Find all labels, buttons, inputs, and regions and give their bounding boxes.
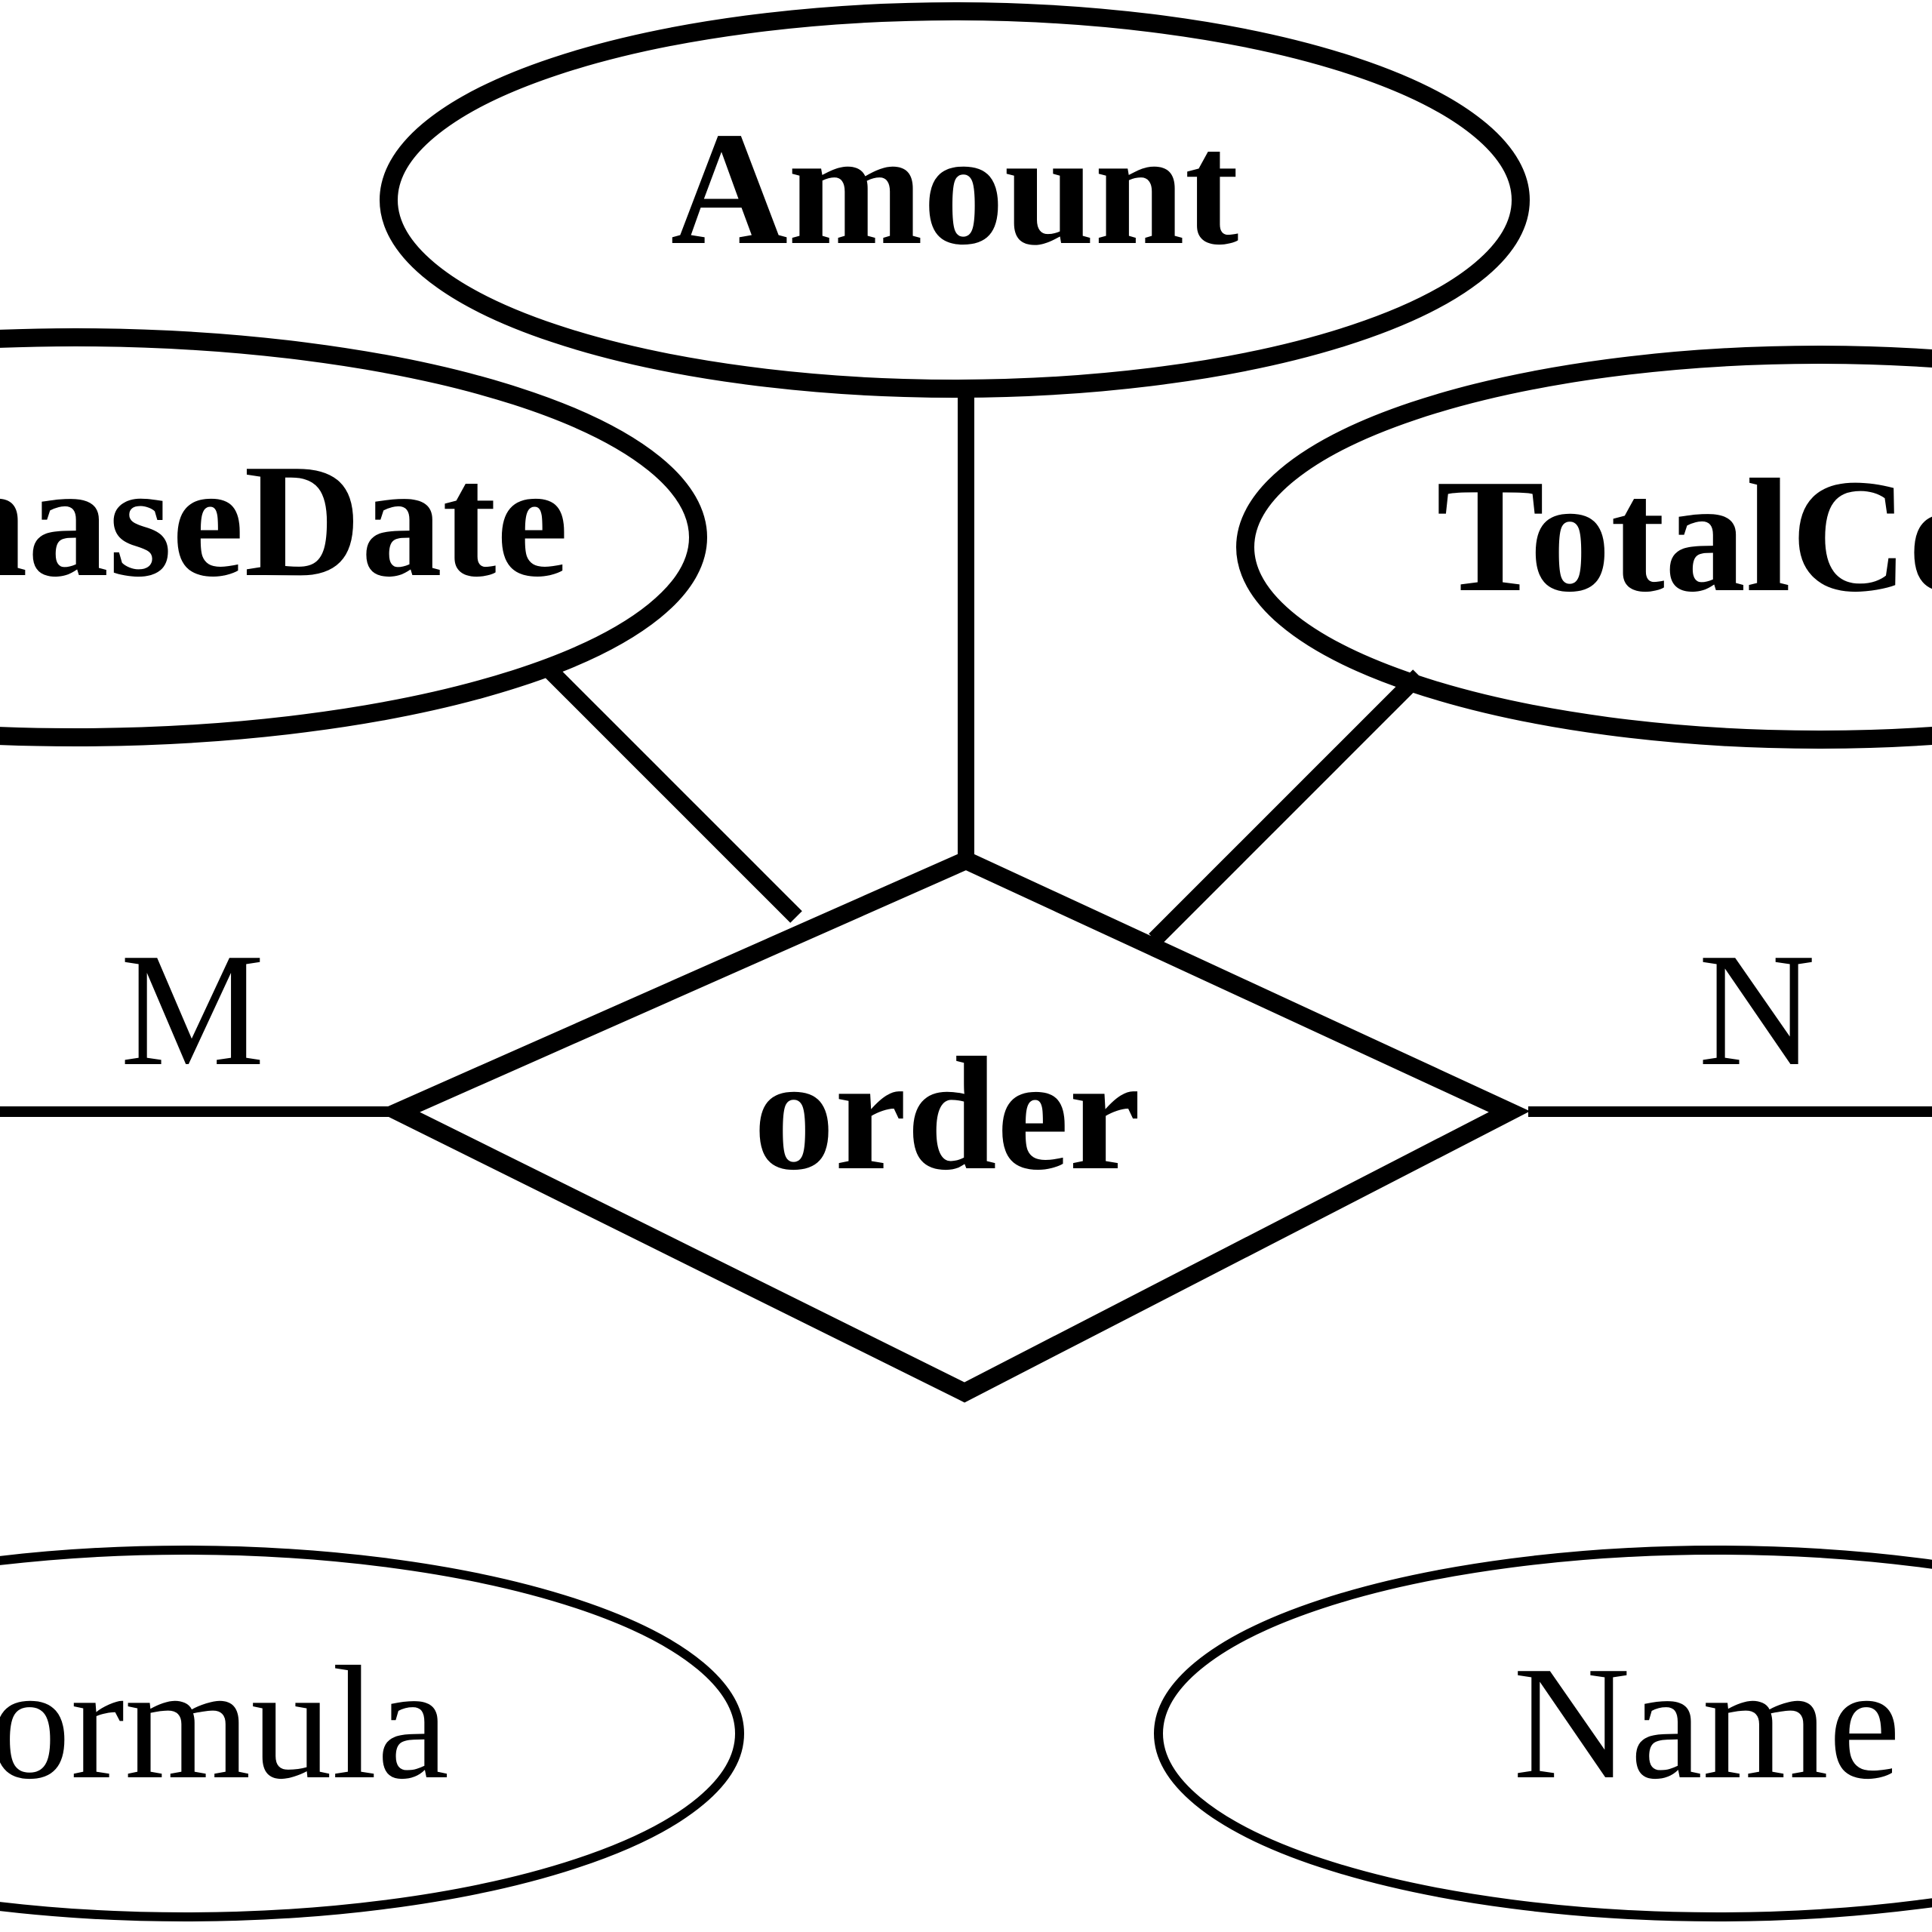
formula-attribute (0, 1546, 744, 1921)
amount-label: Amount (671, 98, 1239, 278)
total-cost-label: TotalCost (1436, 445, 1932, 626)
purchase-date-label: PurchaseDate (0, 430, 568, 611)
amount-attribute (380, 2, 1530, 398)
name-label: Name (1513, 1632, 1900, 1813)
order-relationship (377, 850, 1531, 1403)
order-label: order (753, 1023, 1140, 1204)
cardinality-m: M (120, 919, 264, 1100)
total-cost-attribute (1236, 346, 1932, 749)
purchase-date-attribute (0, 328, 707, 746)
total-cost-connector (1149, 669, 1425, 946)
connectors (0, 392, 1932, 1117)
cardinality-n: N (1698, 919, 1815, 1100)
purchase-date-connector (537, 658, 802, 923)
name-attribute (1154, 1546, 1932, 1921)
formula-label: Formula (0, 1632, 449, 1813)
